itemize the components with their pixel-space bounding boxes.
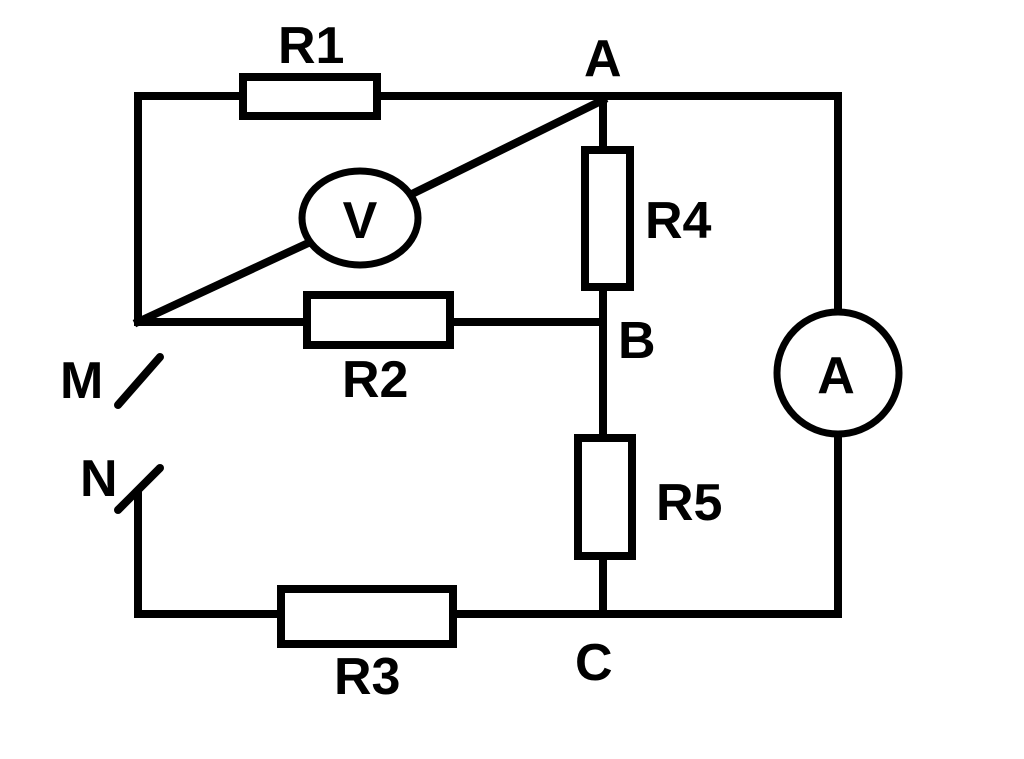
resistor-r3-body (277, 585, 457, 648)
resistor-r2-label: R2 (342, 351, 408, 409)
resistor-r1-label: R1 (278, 17, 344, 75)
resistor-r3-label: R3 (334, 648, 400, 706)
voltmeter-circle (298, 167, 422, 269)
switch-contact-m (114, 353, 164, 409)
wires (132, 92, 842, 618)
resistor-r2: R2 (303, 291, 454, 409)
node-a-label: A (584, 30, 622, 88)
resistor-r2-body (303, 291, 454, 349)
node-m-label: M (60, 352, 103, 410)
switch-contact-n (114, 464, 164, 514)
node-n-label: N (80, 450, 118, 508)
ammeter: A (773, 308, 903, 438)
resistor-r4: R4 (581, 146, 712, 291)
wire-voltmeter-a (408, 94, 609, 199)
resistor-r3: R3 (277, 585, 457, 706)
resistor-r4-label: R4 (645, 192, 712, 250)
voltmeter: V (298, 167, 422, 269)
wire-m-voltmeter (132, 238, 312, 328)
resistor-r5: R5 (574, 434, 722, 560)
voltmeter-label: V (343, 192, 378, 250)
switch (114, 353, 164, 514)
node-b-label: B (618, 312, 656, 370)
resistor-r4-body (581, 146, 634, 291)
node-c-label: C (575, 634, 613, 692)
ammeter-label: A (817, 347, 855, 405)
ammeter-circle (773, 308, 903, 438)
resistor-r1: R1 (239, 17, 381, 120)
resistor-r5-body (574, 434, 636, 560)
resistor-r1-body (239, 73, 381, 120)
resistor-r5-label: R5 (656, 474, 722, 532)
